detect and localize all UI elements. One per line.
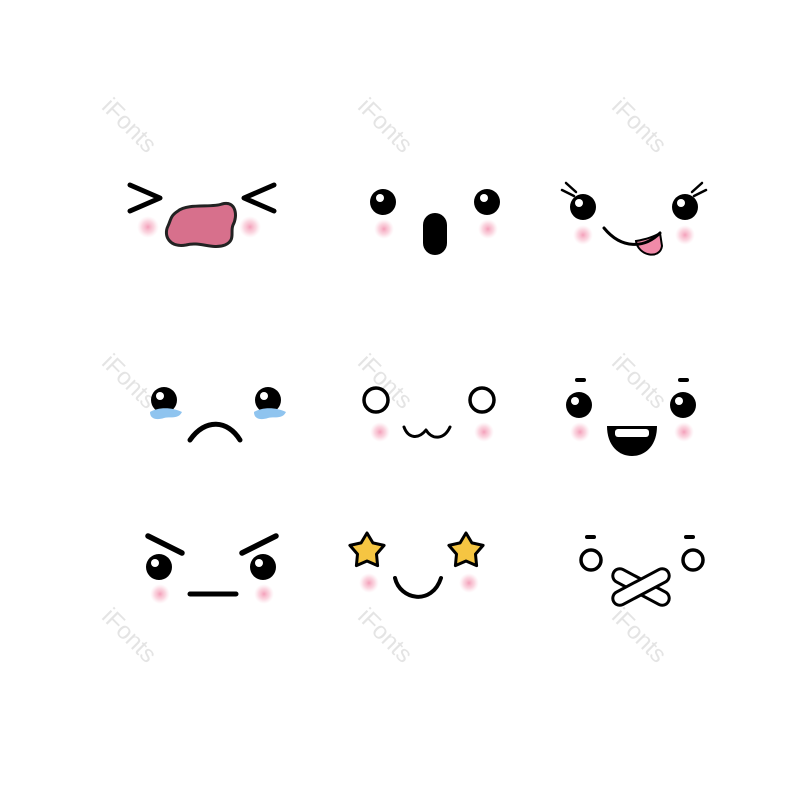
- eyebrow-right-icon: [239, 533, 279, 556]
- eye-left-icon: [579, 548, 603, 572]
- eye-right-highlight: [677, 199, 685, 207]
- eye-right-icon: [670, 392, 696, 418]
- eye-left-icon: [566, 392, 592, 418]
- eyebrow-left-icon: [145, 533, 185, 556]
- blush-left: [370, 422, 390, 442]
- blush-left: [570, 422, 590, 442]
- eyebrow-left-icon: [575, 378, 586, 382]
- smile-mouth-icon: [602, 226, 662, 246]
- eye-left-highlight: [571, 397, 579, 405]
- eye-right-icon: [681, 548, 705, 572]
- eyebrow-right-icon: [678, 378, 689, 382]
- eye-left-icon: [146, 554, 172, 580]
- face-crying-sad: [150, 387, 286, 443]
- eyelash-left-icon: [560, 181, 578, 198]
- blush-left: [150, 584, 170, 604]
- eyebrow-right-icon: [684, 535, 695, 539]
- eye-left-icon: [362, 386, 390, 414]
- tear-right-icon: [254, 408, 286, 420]
- blush-left: [374, 219, 394, 239]
- eye-right-highlight: [480, 194, 488, 202]
- face-squinting-shouting: [127, 182, 277, 249]
- eyebrow-left-icon: [585, 535, 596, 539]
- eye-right-icon: [250, 554, 276, 580]
- face-angry: [145, 533, 279, 604]
- face-surprised: [370, 189, 500, 255]
- blush-left: [359, 573, 379, 593]
- star-eye-left-icon: [348, 531, 386, 568]
- face-happy-open-mouth: [566, 378, 696, 456]
- eye-left-icon: [570, 194, 596, 220]
- blush-right: [239, 216, 261, 238]
- tear-left-icon: [150, 408, 182, 420]
- eye-right-icon: [468, 386, 496, 414]
- cat-mouth-icon: [402, 425, 452, 439]
- eye-left-icon: [370, 189, 396, 215]
- cross-tape-mouth-icon: [611, 567, 671, 607]
- eye-left-highlight: [156, 392, 164, 400]
- eye-right-highlight: [255, 559, 263, 567]
- face-playful-tongue-out: [560, 181, 708, 256]
- face-mouth-taped: [579, 535, 705, 607]
- squint-eye-left-icon: [127, 182, 163, 214]
- eye-right-highlight: [675, 397, 683, 405]
- blush-right: [478, 219, 498, 239]
- eye-right-icon: [474, 189, 500, 215]
- blush-right: [474, 422, 494, 442]
- blush-left: [573, 225, 593, 245]
- star-eye-right-icon: [447, 531, 485, 568]
- eye-left-highlight: [151, 559, 159, 567]
- smile-mouth-icon: [393, 576, 443, 599]
- blush-right: [459, 573, 479, 593]
- surprised-mouth-icon: [423, 213, 447, 255]
- shouting-mouth-icon: [164, 201, 237, 249]
- blush-right: [675, 225, 695, 245]
- eye-right-highlight: [260, 392, 268, 400]
- blush-right: [254, 584, 274, 604]
- blush-left: [137, 216, 159, 238]
- face-star-eyed: [348, 531, 485, 599]
- frown-mouth-icon: [187, 421, 243, 443]
- eye-right-icon: [672, 194, 698, 220]
- squint-eye-right-icon: [241, 182, 277, 214]
- eye-left-highlight: [376, 194, 384, 202]
- blush-right: [674, 422, 694, 442]
- teeth-icon: [615, 429, 649, 437]
- face-cute-cat-mouth: [362, 386, 496, 442]
- eye-left-highlight: [575, 199, 583, 207]
- eyelash-right-icon: [690, 181, 708, 198]
